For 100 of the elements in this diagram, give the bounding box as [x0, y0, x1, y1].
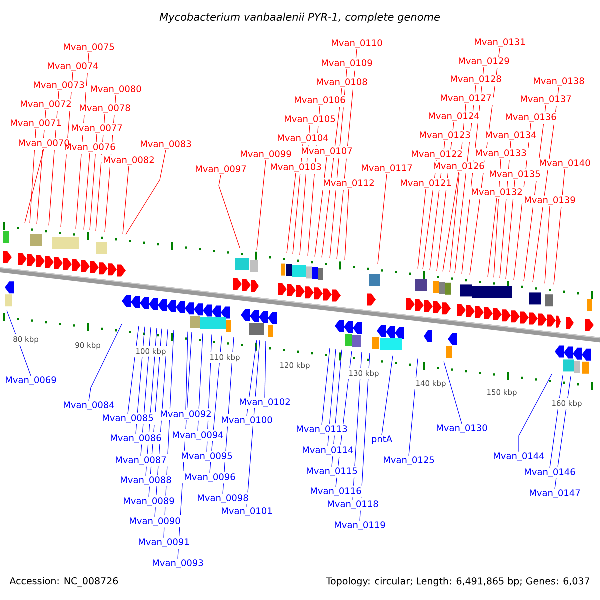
gene-label: Mvan_0089: [124, 498, 174, 506]
leader-line: [308, 106, 320, 256]
gene-label: Mvan_0127: [441, 94, 492, 104]
gene-label: Mvan_0114: [303, 446, 354, 456]
leader-line: [6, 310, 32, 376]
gene-label: Mvan_0090: [130, 518, 180, 526]
leader-line: [314, 156, 328, 258]
gene-label: Mvan_0085: [103, 414, 154, 424]
gene-label: Mvan_0100: [222, 416, 272, 426]
gene-label: Mvan_0123: [420, 132, 470, 140]
leader-line: [210, 336, 222, 474]
gene-label: Mvan_0071: [11, 120, 62, 128]
leader-line: [218, 174, 240, 248]
gene-label: Mvan_0125: [384, 456, 434, 466]
leader-line: [48, 90, 60, 226]
gene-label: Mvan_0084: [64, 402, 114, 410]
gene-label: Mvan_0073: [34, 82, 84, 90]
gene-label: Mvan_0134: [486, 132, 536, 140]
leader-line: [76, 52, 90, 230]
gene-label: Mvan_0107: [302, 148, 352, 156]
gene-label: Mvan_0116: [311, 488, 362, 496]
gene-label: Mvan_0124: [429, 112, 480, 122]
gene-label: Mvan_0088: [121, 476, 172, 486]
leader-line: [550, 375, 564, 468]
leader-line: [506, 180, 516, 280]
leader-line: [300, 124, 310, 256]
leader-line: [554, 376, 572, 490]
gene-label: Mvan_0147: [530, 490, 580, 498]
leader-line: [344, 188, 350, 261]
gene-label: Mvan_0129: [459, 58, 510, 66]
gene-label: Mvan_0140: [540, 160, 590, 168]
gene-label: Mvan_0097: [196, 166, 246, 174]
leader-line: [264, 340, 266, 398]
leader-line: [146, 328, 158, 476]
leader-line: [532, 86, 560, 282]
gene-label: Mvan_0135: [490, 170, 540, 180]
leader-line: [422, 160, 438, 270]
leader-line: [514, 122, 532, 280]
leader-line: [494, 158, 502, 278]
leader-line: [90, 134, 98, 231]
gene-label: Mvan_0121: [401, 180, 452, 188]
leader-line: [330, 68, 348, 259]
leader-line: [518, 374, 552, 452]
gene-label: pntA: [372, 436, 392, 444]
leader-line: [286, 172, 296, 254]
gene-label: Mvan_0112: [324, 180, 374, 188]
leader-line: [88, 324, 122, 402]
gene-label: Mvan_0096: [185, 474, 236, 482]
gene-label: Mvan_0103: [271, 164, 322, 172]
gene-label: Mvan_0137: [521, 96, 572, 104]
leader-line: [246, 340, 258, 416]
leader-line: [136, 326, 146, 434]
gene-label: Mvan_0082: [104, 156, 154, 166]
leader-line: [292, 144, 304, 254]
leader-line: [450, 104, 466, 273]
gene-label: Mvan_0122: [412, 150, 462, 160]
gene-label: Mvan_0132: [472, 188, 522, 198]
leader-line: [436, 122, 454, 272]
gene-label: Mvan_0131: [475, 38, 526, 48]
leader-line: [352, 352, 362, 500]
gene-label: Mvan_0069: [6, 376, 56, 386]
leader-line: [322, 348, 330, 426]
leader-line: [154, 329, 168, 518]
leader-line: [408, 358, 418, 456]
gene-label: Mvan_0102: [240, 398, 290, 408]
gene-label: Mvan_0110: [332, 40, 382, 48]
gene-label: Mvan_0106: [295, 96, 346, 106]
leader-line: [60, 72, 74, 228]
leader-line: [178, 332, 192, 560]
leader-line: [36, 110, 46, 225]
gene-label: Mvan_0144: [494, 452, 544, 462]
leader-line: [198, 333, 204, 432]
gene-label: Mvan_0113: [297, 426, 348, 434]
leader-line: [148, 328, 162, 498]
leader-line: [24, 148, 44, 224]
gene-label: Mvan_0115: [307, 468, 358, 476]
gene-label: Mvan_0095: [182, 452, 232, 462]
leader-line: [488, 198, 498, 278]
leader-line: [444, 362, 462, 424]
leader-line: [140, 327, 152, 456]
gene-label: Mvan_0108: [317, 78, 368, 88]
gene-label: Mvan_0136: [506, 114, 556, 122]
gene-label: Mvan_0098: [198, 494, 248, 504]
gene-label: Mvan_0118: [328, 500, 378, 510]
leader-line: [470, 48, 500, 276]
gene-label: Mvan_0146: [525, 468, 576, 478]
leader-line: [462, 66, 484, 274]
gene-label: Mvan_0093: [153, 560, 204, 568]
leader-line: [544, 206, 550, 284]
gene-label: Mvan_0080: [91, 86, 142, 94]
gene-label: Mvan_0072: [21, 100, 71, 110]
gene-label: Mvan_0099: [241, 150, 292, 160]
title: Mycobacterium vanbaalenii PYR-1, complete genome: [160, 12, 440, 24]
leader-line: [256, 160, 266, 250]
leader-line: [186, 332, 188, 410]
gene-label: Mvan_0092: [161, 410, 211, 420]
gene-label: Mvan_0117: [362, 164, 412, 174]
leader-line: [336, 48, 358, 260]
leader-line: [378, 174, 388, 264]
leader-line: [104, 94, 116, 233]
